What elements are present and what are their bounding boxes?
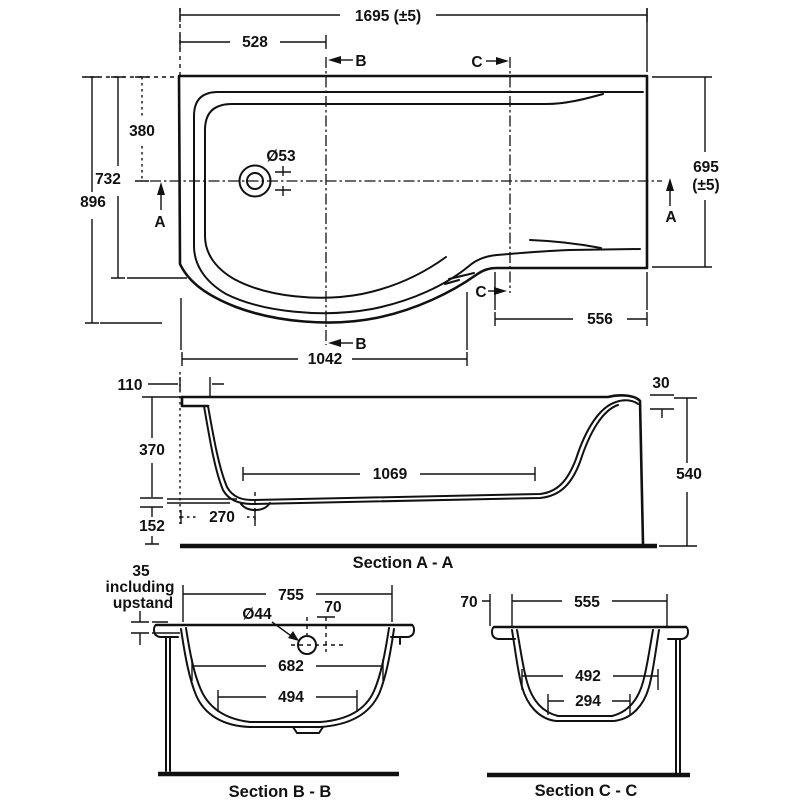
bb-right-lip <box>390 624 415 645</box>
cc-dim-294 <box>547 694 631 715</box>
dim-cc-294: 294 <box>575 693 601 710</box>
section-b-bottom-arrow <box>328 339 341 347</box>
dim-bb-682: 682 <box>278 658 304 675</box>
bb-waste-bump <box>292 726 324 734</box>
dim-line-528 <box>179 35 327 49</box>
bb-dim-35 <box>131 611 180 645</box>
section-bb-title: Section B - B <box>229 783 332 800</box>
dim-line-556 <box>494 272 648 326</box>
aa-dim-370 <box>140 396 237 504</box>
label-section-b-top: B <box>355 53 366 70</box>
cc-inner-surface <box>516 629 654 717</box>
dim-plan-695-tolerance: (±5) <box>692 177 719 194</box>
note-bb-35: 35 <box>132 563 150 580</box>
dim-line-1695 <box>179 8 648 22</box>
plan-view: 1695 (±5) 528 B C 380 732 896 695 (±5) Ø… <box>80 8 720 368</box>
plan-inner-rim-line <box>193 91 644 315</box>
dim-plan-732: 732 <box>95 171 121 188</box>
dim-line-732 <box>111 76 187 279</box>
cc-dim-70 <box>482 594 513 626</box>
bb-waste-centerlines <box>291 617 343 646</box>
note-bb-including: including <box>106 579 175 596</box>
aa-dim-110 <box>148 377 224 396</box>
dim-380-ticks <box>135 76 149 182</box>
dim-bb-755: 755 <box>278 587 304 604</box>
section-aa-title: Section A - A <box>353 554 454 572</box>
bb-dim-494 <box>217 690 358 712</box>
plan-waste-center-mark <box>275 166 291 196</box>
dim-aa-1069: 1069 <box>373 466 408 483</box>
dim-aa-540: 540 <box>676 466 702 483</box>
cc-right-lip <box>667 626 689 640</box>
section-cc-view: 70 555 492 294 Section C - C <box>460 594 690 800</box>
label-section-c-bottom: C <box>475 284 486 301</box>
dim-plan-695: 695 <box>693 159 719 176</box>
cc-dim-492 <box>521 669 659 690</box>
dim-line-695 <box>652 76 712 268</box>
aa-dim-1069 <box>242 467 536 481</box>
label-section-a-left: A <box>154 214 165 231</box>
dim-aa-370: 370 <box>139 442 165 459</box>
plan-water-line <box>204 93 604 299</box>
bb-outer-surface <box>180 628 395 728</box>
section-b-top-arrow <box>328 56 341 64</box>
dim-plan-1042: 1042 <box>308 351 342 368</box>
note-bb-upstand: upstand <box>113 595 173 612</box>
aa-dim-30 <box>650 394 674 418</box>
dim-cc-555: 555 <box>574 594 600 611</box>
aa-left-rim-block <box>180 395 210 408</box>
section-cc-title: Section C - C <box>535 782 638 800</box>
dim-bb-waste-diameter: Ø44 <box>242 606 272 623</box>
bb-dim-682 <box>191 659 384 681</box>
dim-plan-556: 556 <box>587 311 613 328</box>
dim-aa-270: 270 <box>209 509 235 526</box>
dim-cc-70: 70 <box>460 594 477 611</box>
section-a-left-arrow <box>157 182 165 195</box>
section-bb-view: 35 including upstand 755 70 Ø44 682 494 … <box>106 563 415 800</box>
cc-left-lip <box>491 626 516 640</box>
bb-left-lip <box>153 624 179 638</box>
section-aa-view: 110 370 152 270 1069 30 540 Section A - … <box>117 372 702 572</box>
dim-bb-494: 494 <box>278 689 304 706</box>
dim-line-896 <box>85 76 162 324</box>
aa-outer-surface <box>203 404 619 505</box>
section-c-top-arrow <box>496 57 509 65</box>
dim-aa-30: 30 <box>652 375 669 392</box>
aa-dim-152 <box>140 506 163 545</box>
section-c-bottom-arrow <box>494 287 507 295</box>
dim-aa-110: 110 <box>117 377 142 394</box>
dim-plan-overall-length: 1695 (±5) <box>355 8 421 25</box>
cc-dim-555 <box>512 594 668 626</box>
plan-bath-outline <box>177 74 649 324</box>
label-section-c-top: C <box>471 54 482 71</box>
bb-dim-755 <box>182 585 393 622</box>
plan-seat-lip-marks <box>444 272 475 285</box>
label-section-b-bottom: B <box>355 336 366 353</box>
dim-plan-528: 528 <box>242 34 268 51</box>
section-a-right-arrow <box>666 178 674 191</box>
dim-aa-152: 152 <box>139 518 165 535</box>
cc-right-leg <box>675 638 681 774</box>
plan-water-line-fade <box>529 239 602 249</box>
aa-rim-and-right-edge <box>180 394 645 546</box>
dim-cc-492: 492 <box>575 668 601 685</box>
dim-plan-waste-diameter: Ø53 <box>266 148 296 165</box>
bb-inner-surface <box>185 627 390 723</box>
dim-bb-70: 70 <box>324 599 341 616</box>
bb-waste-leader-arrow <box>288 631 299 641</box>
label-section-a-right: A <box>665 209 676 226</box>
bb-left-leg <box>165 636 171 772</box>
dim-plan-380: 380 <box>129 123 155 140</box>
cc-outer-surface <box>511 629 660 722</box>
aa-inner-surface <box>207 399 639 501</box>
dim-line-1042 <box>180 292 468 366</box>
aa-dim-540 <box>659 397 697 547</box>
dim-plan-896: 896 <box>80 194 106 211</box>
